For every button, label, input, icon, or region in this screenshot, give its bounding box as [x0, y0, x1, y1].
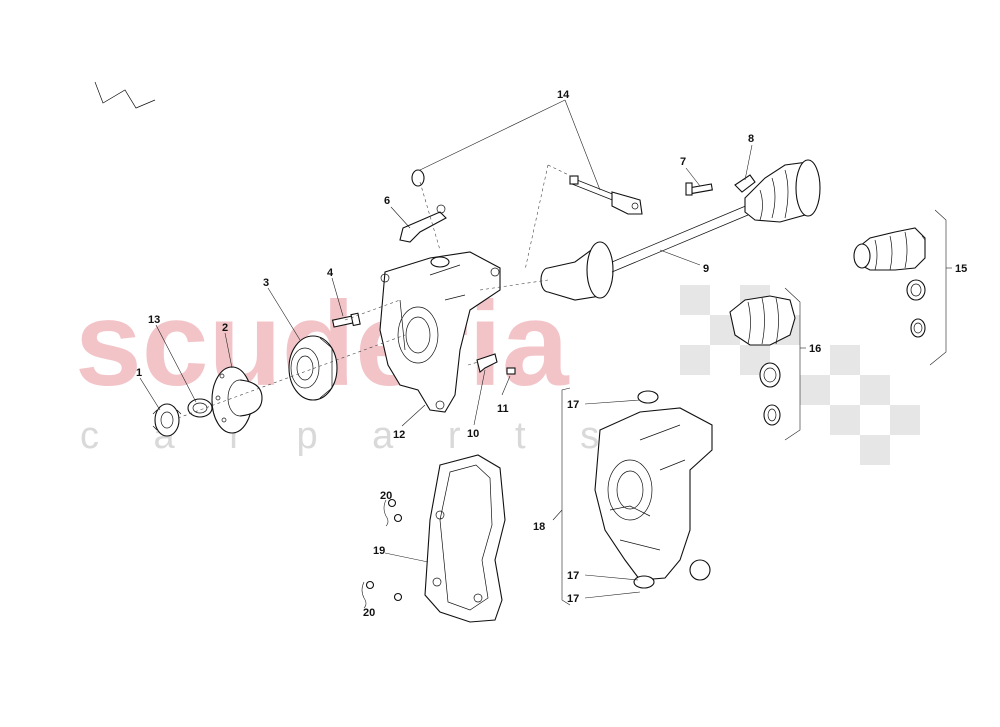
- callout-2: 2: [222, 322, 228, 334]
- callout-7: 7: [680, 156, 686, 168]
- part-19-cover-plate: [424, 454, 506, 623]
- part-13-snap-ring: [187, 398, 213, 418]
- part-12-wheel-carrier: [379, 251, 501, 413]
- callout-9: 9: [703, 263, 709, 275]
- part-4-bolt: [331, 312, 361, 328]
- part-9-drive-shaft: [540, 204, 749, 301]
- callout-1: 1: [136, 367, 142, 379]
- part-8-outer-joint: [734, 159, 821, 223]
- part-3-wheel-bearing: [288, 335, 338, 401]
- callout-17-bottom: 17: [567, 593, 579, 605]
- callout-8: 8: [748, 133, 754, 145]
- callout-20-top: 20: [380, 490, 392, 502]
- direction-arrow-icon: [94, 81, 156, 109]
- callout-10: 10: [467, 428, 479, 440]
- part-1-nut: [152, 403, 182, 437]
- part-2-hub-flange: [211, 366, 263, 434]
- part-16-boot-kit: [729, 295, 796, 426]
- assembly-lines: [177, 164, 576, 419]
- callout-11: 11: [497, 403, 509, 415]
- part-7-bolt: [685, 182, 713, 196]
- watermark: scuderia c a r p a r t s: [75, 277, 920, 465]
- callout-6: 6: [384, 195, 390, 207]
- part-11-screw: [506, 367, 516, 375]
- part-14-link-rod: [411, 169, 643, 215]
- part-6-bracket: [399, 204, 447, 243]
- callout-3: 3: [263, 277, 269, 289]
- callout-14: 14: [557, 89, 570, 101]
- part-18-wheel-carrier-assembly: [594, 390, 713, 589]
- callout-19: 19: [373, 545, 385, 557]
- callout-4: 4: [327, 267, 334, 279]
- callout-17-top: 17: [567, 399, 579, 411]
- part-20-screws: [365, 498, 403, 602]
- callout-17-mid: 17: [567, 570, 579, 582]
- callout-16: 16: [809, 343, 821, 355]
- part-15-boot-kit: [853, 227, 926, 338]
- part-10-clip: [476, 353, 498, 373]
- leader-lines: [139, 99, 952, 609]
- callout-15: 15: [955, 263, 967, 275]
- watermark-checker: [680, 285, 920, 465]
- callout-18: 18: [533, 521, 545, 533]
- callout-20-bottom: 20: [363, 607, 375, 619]
- callout-12: 12: [393, 429, 405, 441]
- callout-13: 13: [148, 314, 160, 326]
- callouts: 1 2 3 4 6 7 8 9 10 11 12 13 14 15 16 17 …: [136, 89, 967, 619]
